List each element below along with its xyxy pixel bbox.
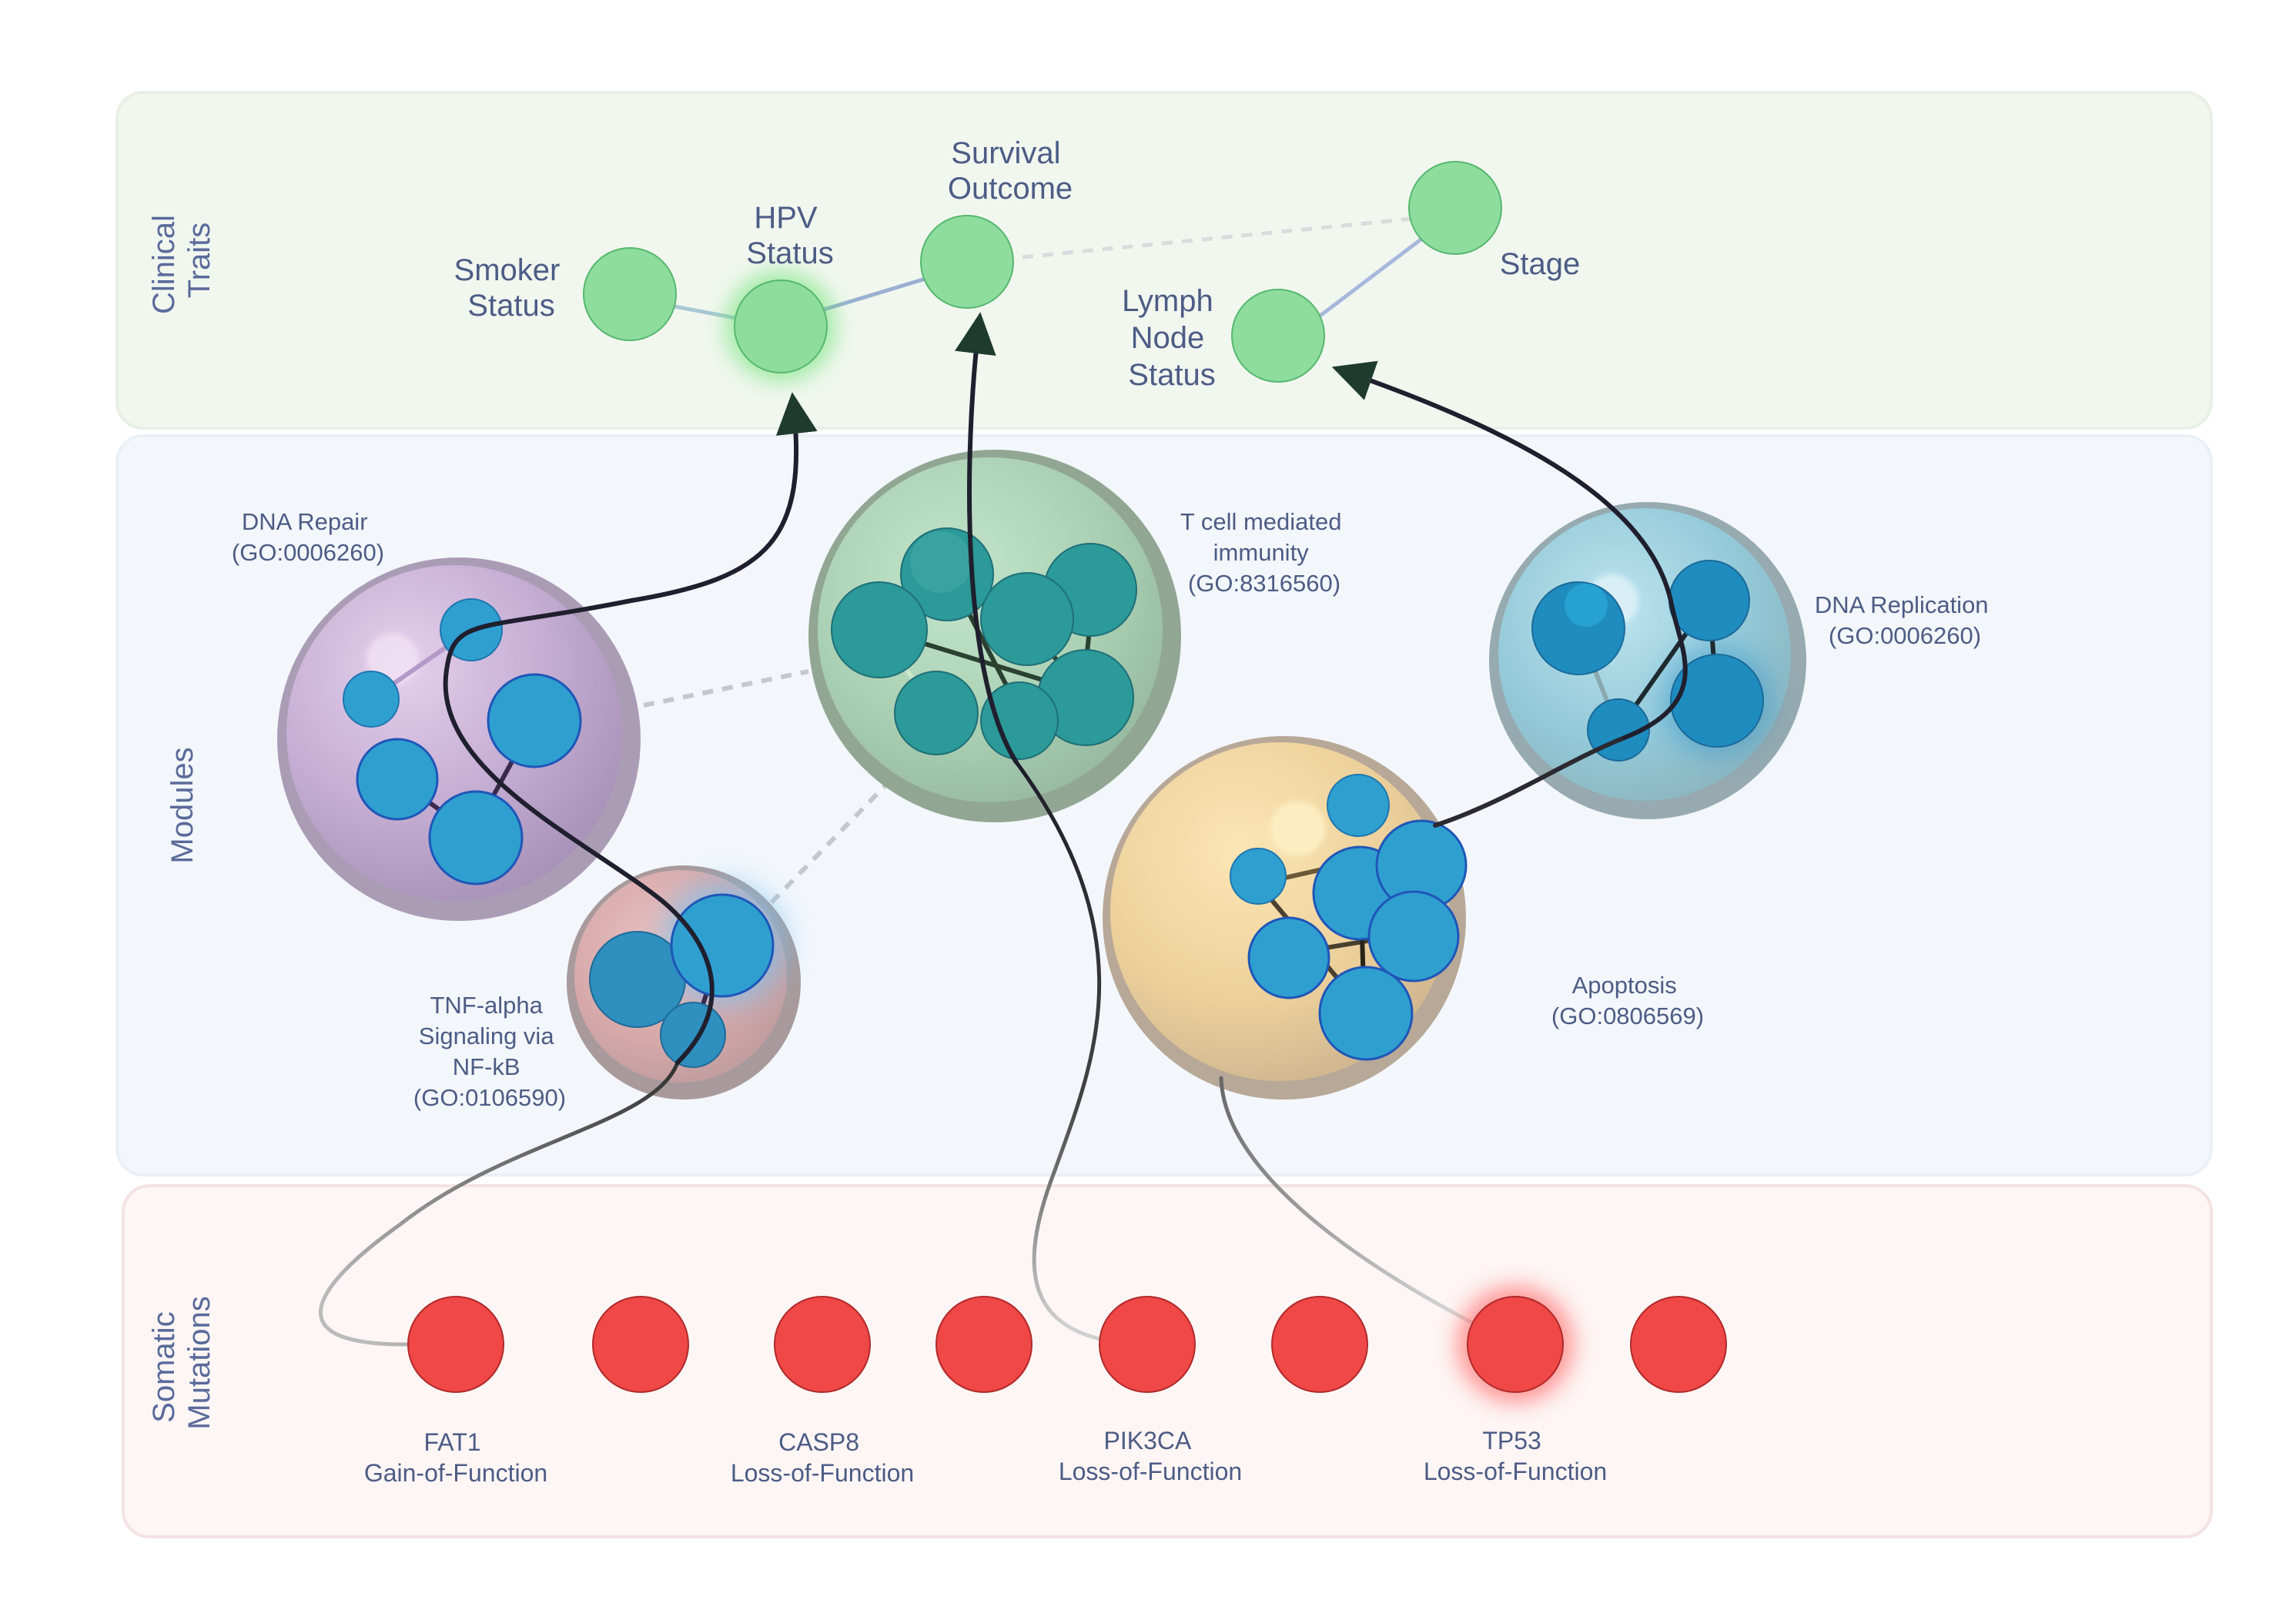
trait-node-smoker-status[interactable]: Smoker Status xyxy=(454,247,677,341)
path-dna-replication-to-lymph xyxy=(1331,360,1688,740)
mutation-nodes xyxy=(407,1286,1727,1403)
mutation-label-casp8: CASP8 Loss-of-Function xyxy=(731,1428,914,1487)
mutation-labels: FAT1 Gain-of-Function CASP8 Loss-of-Func… xyxy=(364,1427,1607,1487)
gene-node xyxy=(894,671,979,755)
path-fat1 xyxy=(319,1060,680,1347)
mutation-node-8[interactable] xyxy=(1630,1296,1727,1393)
mutation-node-4[interactable] xyxy=(935,1296,1033,1393)
trait-node-survival-outcome[interactable]: Survival Outcome xyxy=(920,136,1073,309)
gene-node xyxy=(1318,966,1414,1061)
module-dna-replication[interactable]: DNA Replication (GO:0006260) xyxy=(1489,502,1995,819)
band-label-clinical: Clinical Traits xyxy=(147,206,216,314)
gene-highlight xyxy=(910,531,972,593)
trait-label-survival-outcome: Survival Outcome xyxy=(948,136,1073,206)
trait-label-lymph-node-status: Lymph Node Status xyxy=(1122,284,1222,392)
gene-node xyxy=(1668,560,1750,641)
gene-node xyxy=(1247,916,1330,999)
gene-node xyxy=(980,681,1059,760)
module-label-t-cell-immunity: T cell mediated immunity (GO:8316560) xyxy=(1180,508,1348,597)
mutation-node-2[interactable] xyxy=(592,1296,689,1393)
gene-node xyxy=(1327,774,1390,837)
mutation-node-pik3ca[interactable] xyxy=(1099,1296,1196,1393)
module-apoptosis[interactable]: Apoptosis (GO:0806569) xyxy=(1103,736,1704,1100)
gene-node xyxy=(980,572,1074,666)
trait-node-hpv-status[interactable]: HPV Status xyxy=(725,201,836,382)
path-tp53 xyxy=(1219,1076,1518,1347)
mutation-node-fat1[interactable] xyxy=(407,1296,504,1393)
gene-node xyxy=(1230,848,1287,905)
gene-node xyxy=(356,738,439,821)
band-clinical-traits: Clinical Traits xyxy=(115,91,2213,430)
gene-highlight xyxy=(1565,584,1608,627)
mutation-label-fat1: FAT1 Gain-of-Function xyxy=(364,1428,547,1487)
module-t-cell-immunity[interactable]: T cell mediated immunity (GO:8316560) xyxy=(808,450,1348,822)
module-tnf-alpha[interactable]: TNF-alpha Signaling via NF-kB (GO:010659… xyxy=(413,865,801,1111)
trait-label-stage: Stage xyxy=(1500,247,1581,281)
module-label-apoptosis: Apoptosis (GO:0806569) xyxy=(1551,972,1704,1029)
band-label-modules: Modules xyxy=(166,747,199,863)
trait-node-lymph-node-status[interactable]: Lymph Node Status xyxy=(1122,284,1325,392)
path-pik3ca xyxy=(1014,760,1145,1347)
gene-node xyxy=(343,671,400,728)
module-label-dna-replication: DNA Replication (GO:0006260) xyxy=(1815,591,1995,649)
module-links xyxy=(643,669,888,905)
module-label-tnf-alpha: TNF-alpha Signaling via NF-kB (GO:010659… xyxy=(413,992,566,1111)
module-label-dna-repair: DNA Repair (GO:0006260) xyxy=(232,508,384,566)
path-t-cell-to-survival xyxy=(955,312,1019,765)
mutation-node-6[interactable] xyxy=(1271,1296,1368,1393)
mutation-node-tp53[interactable] xyxy=(1457,1286,1574,1403)
gene-node xyxy=(428,790,524,885)
trait-label-smoker-status: Smoker Status xyxy=(454,253,569,323)
trait-node-stage[interactable]: Stage xyxy=(1408,161,1581,281)
mutation-label-pik3ca: PIK3CA Loss-of-Function xyxy=(1059,1427,1242,1485)
band-label-mutations: Somatic Mutations xyxy=(147,1296,216,1429)
gene-node xyxy=(1367,890,1460,982)
gene-node xyxy=(831,581,928,678)
gene-node xyxy=(1670,654,1764,748)
gene-node xyxy=(487,673,582,768)
causal-paths xyxy=(319,312,1688,1347)
gene-node xyxy=(670,893,775,998)
trait-label-hpv-status: HPV Status xyxy=(746,201,833,270)
path-tnf-to-dna-repair xyxy=(443,392,818,1065)
path-apoptosis-to-dna-replication xyxy=(1433,735,1627,828)
gene-node xyxy=(660,1002,726,1068)
mutation-label-tp53: TP53 Loss-of-Function xyxy=(1424,1427,1607,1485)
mutation-node-casp8[interactable] xyxy=(774,1296,871,1393)
